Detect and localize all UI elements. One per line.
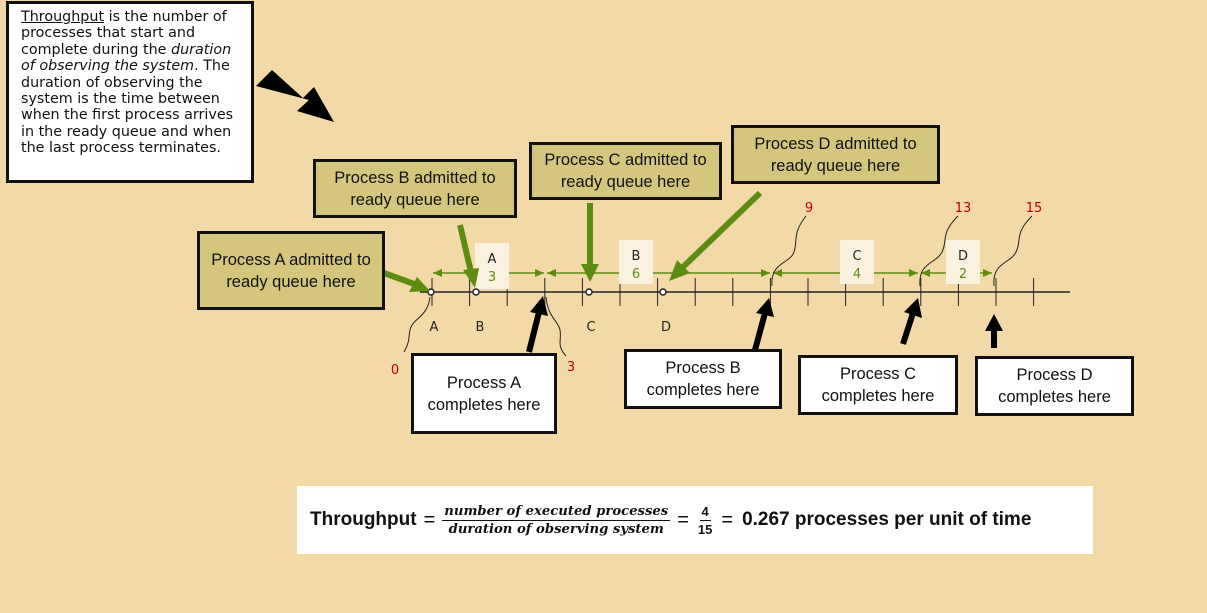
burst-name-d: D — [958, 249, 968, 264]
callout-admit-b: Process B admitted to ready queue here — [313, 159, 517, 218]
callout-complete-a-text: Process A completes here — [427, 373, 541, 414]
callout-complete-c: Process C completes here — [798, 355, 958, 415]
formula-lhs: Throughput — [310, 509, 417, 530]
admit-arrow-b — [457, 224, 479, 288]
complete-arrow-a — [526, 296, 548, 353]
callout-complete-b: Process B completes here — [624, 349, 782, 409]
admit-arrow-d — [669, 190, 763, 281]
callout-admit-c-text: Process C admitted to ready queue here — [544, 151, 707, 191]
definition-italic: duration of observing the system — [21, 41, 232, 75]
time-leader-15 — [993, 215, 1033, 287]
formula-equals-3: = — [721, 508, 734, 531]
arrival-marker-d — [659, 288, 667, 296]
arrival-label-c: C — [586, 320, 595, 335]
complete-arrow-b — [752, 298, 774, 351]
definition-pointer-arrow — [256, 70, 334, 122]
time-leader-13 — [919, 215, 959, 287]
time-mark-15: 15 — [1026, 201, 1043, 216]
time-mark-3: 3 — [567, 360, 575, 375]
definition-term: Throughput — [21, 9, 105, 25]
burst-bg-b — [619, 240, 653, 284]
timeline-ticks — [431, 278, 1035, 306]
arrival-label-a: A — [430, 320, 439, 335]
complete-arrow-d — [985, 314, 1003, 348]
definition-text-1: is the number of processes that start an… — [21, 9, 227, 58]
callout-admit-a: Process A admitted to ready queue here — [197, 231, 385, 310]
burst-name-c: C — [852, 249, 861, 264]
callout-complete-a: Process A completes here — [411, 353, 557, 434]
callout-admit-d: Process D admitted to ready queue here — [731, 125, 940, 184]
arrival-marker-c — [585, 288, 593, 296]
definition-text-2: . The duration of observing the system i… — [21, 58, 234, 157]
callout-admit-a-text: Process A admitted to ready queue here — [211, 250, 371, 291]
arrival-label-d: D — [661, 320, 671, 335]
definition-box: Throughput is the number of processes th… — [6, 1, 254, 183]
burst-bg-c — [840, 240, 874, 284]
formula-value-denominator: 15 — [697, 521, 713, 537]
time-mark-13: 13 — [955, 201, 972, 216]
callout-complete-c-text: Process C completes here — [821, 365, 935, 405]
formula-denominator: duration of observing system — [448, 521, 664, 537]
callout-complete-d: Process D completes here — [975, 356, 1134, 416]
formula-equals-2: = — [677, 508, 689, 531]
time-mark-9: 9 — [805, 201, 813, 216]
admit-arrow-a — [382, 270, 430, 292]
callout-complete-b-text: Process B completes here — [646, 359, 760, 399]
complete-arrow-c — [900, 298, 922, 345]
callout-admit-b-text: Process B admitted to ready queue here — [334, 168, 496, 209]
burst-name-a: A — [488, 252, 497, 267]
burst-bg-d — [946, 240, 980, 284]
arrival-label-b: B — [476, 320, 485, 335]
callout-admit-c: Process C admitted to ready queue here — [529, 142, 722, 200]
formula-equals-1: = — [423, 508, 436, 531]
callout-complete-d-text: Process D completes here — [998, 366, 1111, 406]
arrival-marker-b — [472, 288, 480, 296]
formula-value-fraction: 4 15 — [696, 503, 714, 538]
burst-duration-b: 6 — [632, 267, 640, 282]
callout-admit-d-text: Process D admitted to ready queue here — [754, 134, 917, 175]
formula-result: 0.267 processes per unit of time — [742, 509, 1032, 530]
time-leader-3 — [545, 296, 567, 357]
throughput-formula: Throughput = number of executed processe… — [297, 486, 1093, 554]
formula-value-numerator: 4 — [699, 503, 711, 521]
admit-arrow-c — [581, 203, 599, 282]
burst-bg-a — [475, 243, 509, 289]
time-leader-0 — [403, 296, 431, 353]
burst-name-b: B — [632, 249, 641, 264]
burst-duration-d: 2 — [959, 267, 967, 282]
time-mark-0: 0 — [391, 363, 399, 378]
formula-fraction: number of executed processes duration of… — [442, 503, 671, 538]
burst-duration-a: 3 — [488, 270, 496, 285]
burst-duration-c: 4 — [853, 267, 861, 282]
time-leader-9 — [771, 215, 807, 287]
formula-numerator: number of executed processes — [442, 503, 671, 521]
